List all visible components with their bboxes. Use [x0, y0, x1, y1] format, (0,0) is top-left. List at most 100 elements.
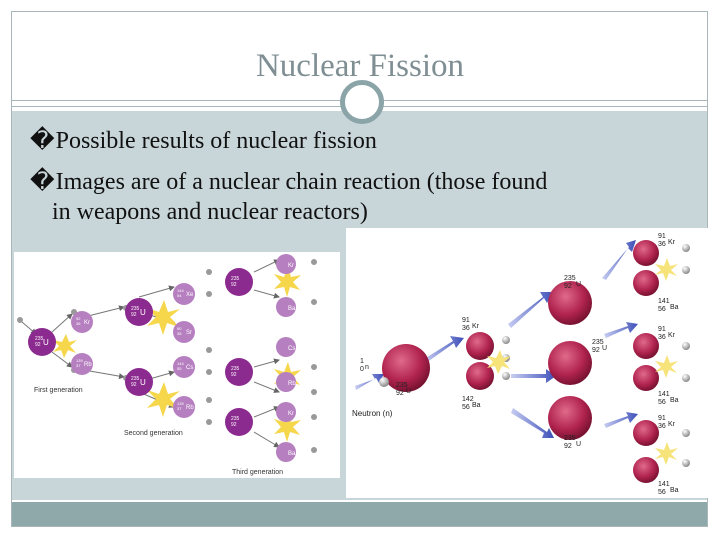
svg-text:235: 235 [131, 376, 140, 382]
svg-text:54: 54 [177, 293, 182, 298]
svg-text:92: 92 [564, 443, 572, 450]
svg-text:U: U [576, 441, 581, 448]
svg-text:142: 142 [462, 396, 474, 403]
svg-text:0: 0 [360, 366, 364, 373]
svg-text:141: 141 [658, 298, 670, 305]
svg-text:56: 56 [658, 489, 666, 496]
svg-text:91: 91 [462, 317, 470, 324]
bullet-1-text: Possible results of nuclear fission [55, 128, 377, 154]
kr-daughter-nucleus [71, 311, 93, 333]
svg-text:Rb: Rb [186, 405, 194, 411]
u235-nucleus-top [548, 281, 592, 325]
svg-text:Ba: Ba [670, 304, 679, 311]
u235-nucleus-middle [548, 341, 592, 385]
svg-text:Kr: Kr [288, 263, 294, 269]
ba-fragment-nucleus [466, 362, 494, 390]
svg-text:U: U [140, 378, 146, 387]
bullet-1: �Possible results of nuclear fission [30, 127, 377, 155]
svg-text:Xe: Xe [186, 292, 194, 298]
third-generation-nuclei: 235 92 235 92 235 92 Kr Ba Cs Rb Kr Ba [225, 254, 296, 476]
svg-text:91: 91 [658, 233, 666, 240]
second-generation-label: Second generation [124, 430, 183, 437]
svg-text:92: 92 [231, 282, 237, 288]
svg-text:92: 92 [396, 390, 404, 397]
svg-text:56: 56 [462, 404, 470, 411]
u235-nucleus [125, 368, 153, 396]
left-chain-reaction-image: 235 92 U 92 36 Kr 139 37 Rb First genera… [14, 252, 340, 478]
svg-text:36: 36 [76, 321, 81, 326]
svg-text:36: 36 [658, 334, 666, 341]
svg-text:92: 92 [231, 422, 237, 428]
svg-text:Kr: Kr [668, 332, 676, 339]
svg-text:144: 144 [177, 288, 184, 293]
svg-text:92: 92 [564, 283, 572, 290]
svg-text:U: U [576, 281, 581, 288]
bullet-2-continuation: in weapons and nuclear reactors) [52, 198, 368, 226]
svg-text:55: 55 [177, 366, 182, 371]
svg-text:139: 139 [177, 401, 184, 406]
svg-text:Ba: Ba [670, 397, 679, 404]
svg-text:235: 235 [396, 382, 408, 389]
svg-text:235: 235 [564, 435, 576, 442]
svg-text:235: 235 [131, 306, 140, 312]
svg-text:Ba: Ba [472, 402, 481, 409]
footer-bar [12, 502, 708, 526]
svg-text:37: 37 [177, 406, 182, 411]
svg-text:U: U [406, 388, 411, 395]
fission-flashes [487, 258, 678, 465]
u235-nucleus [28, 328, 56, 356]
first-generation-label: First generation [34, 387, 83, 394]
svg-text:1: 1 [360, 358, 364, 365]
right-chain-reaction-svg: 1 0 n 235 92 U Neutron (n) 91 36 Kr 142 … [352, 233, 690, 496]
svg-text:U: U [140, 308, 146, 317]
svg-text:Kr: Kr [472, 323, 480, 330]
svg-text:92: 92 [131, 382, 137, 388]
svg-text:91: 91 [658, 415, 666, 422]
svg-text:56: 56 [658, 399, 666, 406]
nuclei [382, 240, 659, 483]
svg-text:Kr: Kr [84, 320, 90, 326]
svg-text:90: 90 [177, 326, 182, 331]
svg-text:Rb: Rb [84, 362, 92, 368]
xe-daughter-nucleus [173, 283, 195, 305]
isotope-labels: 1 0 n 235 92 U Neutron (n) 91 36 Kr 142 … [352, 233, 679, 496]
svg-text:235: 235 [35, 336, 44, 342]
svg-text:n: n [365, 364, 369, 371]
neutron-label: Neutron (n) [352, 409, 393, 418]
sr-daughter-nucleus [173, 321, 195, 343]
svg-text:Cs: Cs [288, 346, 295, 352]
svg-text:Ba: Ba [670, 487, 679, 494]
svg-text:36: 36 [658, 241, 666, 248]
svg-text:139: 139 [76, 358, 83, 363]
cs-daughter-nucleus [173, 356, 195, 378]
svg-text:235: 235 [564, 275, 576, 282]
svg-text:144: 144 [177, 361, 184, 366]
slide-title: Nuclear Fission [255, 48, 465, 84]
svg-text:U: U [602, 345, 607, 352]
first-generation-nuclei: 235 92 U 92 36 Kr 139 37 Rb First genera… [28, 311, 93, 394]
second-generation-nuclei: 235 92 U 235 92 U 144 54 Xe 90 38 Sr 144… [124, 283, 195, 437]
rb-daughter-nucleus [71, 353, 93, 375]
svg-text:Ba: Ba [288, 306, 296, 312]
svg-text:36: 36 [658, 423, 666, 430]
neutron-dots [17, 259, 317, 453]
svg-text:141: 141 [658, 481, 670, 488]
bullet-2: �Images are of a nuclear chain reaction … [30, 168, 547, 196]
svg-text:Ba: Ba [288, 451, 296, 457]
svg-text:91: 91 [658, 326, 666, 333]
left-chain-reaction-svg: 235 92 U 92 36 Kr 139 37 Rb First genera… [17, 254, 317, 476]
target-u235-nucleus [382, 344, 430, 392]
u235-nucleus-bottom [548, 396, 592, 440]
svg-text:92: 92 [76, 316, 81, 321]
svg-text:Kr: Kr [288, 411, 294, 417]
third-generation-label: Third generation [232, 469, 283, 476]
svg-text:Rb: Rb [288, 381, 296, 387]
svg-text:92: 92 [35, 342, 41, 348]
neutron-arrows [355, 240, 638, 438]
svg-text:235: 235 [231, 366, 240, 372]
svg-text:36: 36 [462, 325, 470, 332]
svg-text:Kr: Kr [668, 239, 676, 246]
svg-text:37: 37 [76, 363, 81, 368]
svg-text:92: 92 [231, 372, 237, 378]
